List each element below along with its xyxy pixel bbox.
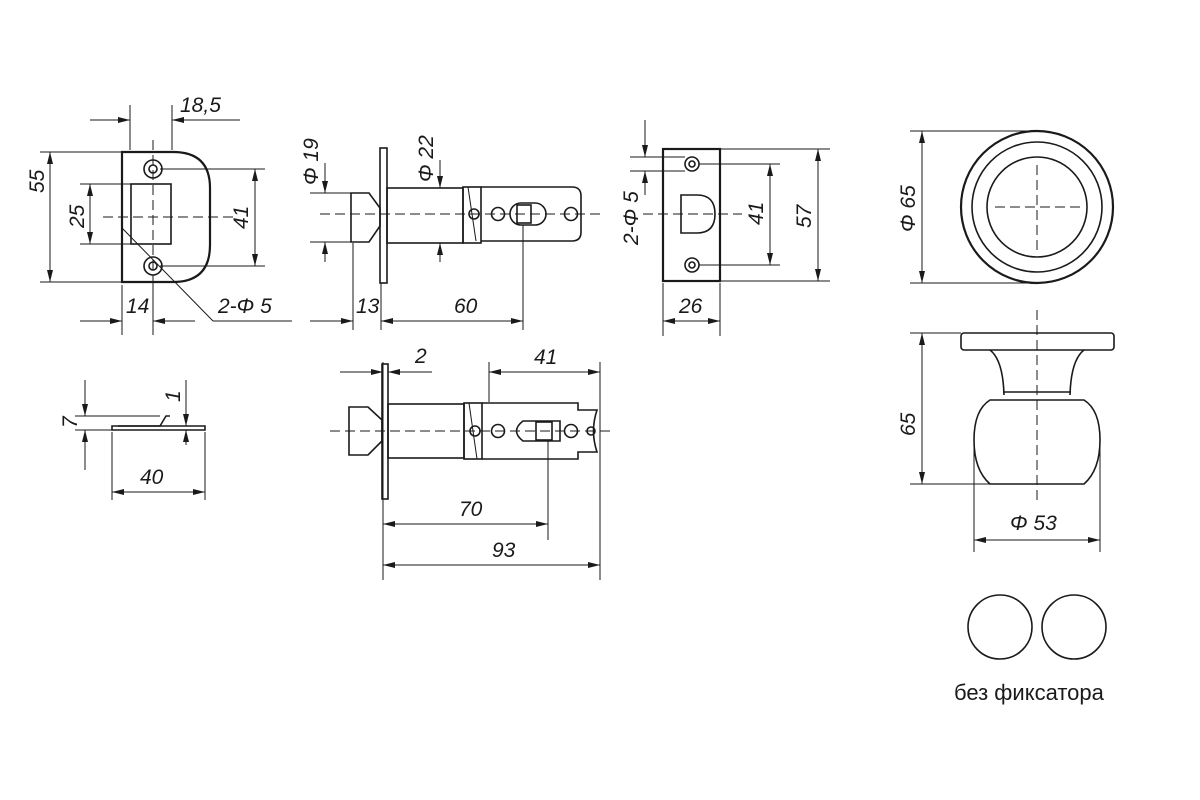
strike-dim-width-top: 18,5 xyxy=(180,94,221,117)
strike-plate-view: 18,5 55 25 41 14 2-Φ 5 xyxy=(26,94,292,335)
strike-dim-opening: 25 xyxy=(66,204,89,229)
latch-dim-bolt-length: 13 xyxy=(356,295,380,318)
latch-extended-view: 2 41 70 93 xyxy=(330,345,610,580)
latch-dim-bolt-dia: Φ 19 xyxy=(300,138,323,185)
latch-ext-dim-backset: 70 xyxy=(459,498,483,521)
faceplate-dim-width: 26 xyxy=(678,295,703,318)
knob-dim-rose-dia: Φ 65 xyxy=(897,185,920,232)
strike-side-dim-thickness: 7 xyxy=(59,415,82,428)
knob-side-view: 65 Φ 53 xyxy=(897,310,1115,552)
latch-ext-dim-total: 93 xyxy=(492,539,516,562)
strike-side-dim-length: 40 xyxy=(140,466,164,489)
variant-knob-right xyxy=(1041,594,1107,660)
knob-front-view: Φ 65 xyxy=(897,129,1115,285)
faceplate-dim-hole-spacing: 41 xyxy=(745,202,768,225)
knob-dim-knob-dia: Φ 53 xyxy=(1010,512,1057,535)
strike-dim-height-total: 55 xyxy=(26,169,49,193)
faceplate-dim-holes: 2-Φ 5 xyxy=(620,191,643,246)
faceplate-dim-height: 57 xyxy=(793,203,816,228)
latch-ext-dim-plate: 2 xyxy=(414,345,427,368)
latch-top-view: Φ 19 Φ 22 13 60 xyxy=(300,135,600,330)
latch-dim-backset: 60 xyxy=(454,295,478,318)
knob-dim-projection: 65 xyxy=(897,412,920,436)
strike-side-dim-lip: 1 xyxy=(162,390,185,402)
faceplate-view: 2-Φ 5 41 57 26 xyxy=(620,120,830,336)
variant-caption: без фиксатора xyxy=(954,680,1105,705)
latch-ext-dim-tail: 41 xyxy=(534,346,557,369)
strike-dim-holes: 2-Φ 5 xyxy=(217,295,272,318)
latch-dim-body-dia: Φ 22 xyxy=(415,135,438,182)
strike-dim-hole-spacing: 41 xyxy=(230,206,253,229)
strike-side-view: 7 1 40 xyxy=(59,380,206,500)
variant-knob-left xyxy=(967,594,1033,660)
variant-no-lock: без фиксатора xyxy=(954,594,1107,705)
strike-dim-width-bottom: 14 xyxy=(126,295,149,318)
